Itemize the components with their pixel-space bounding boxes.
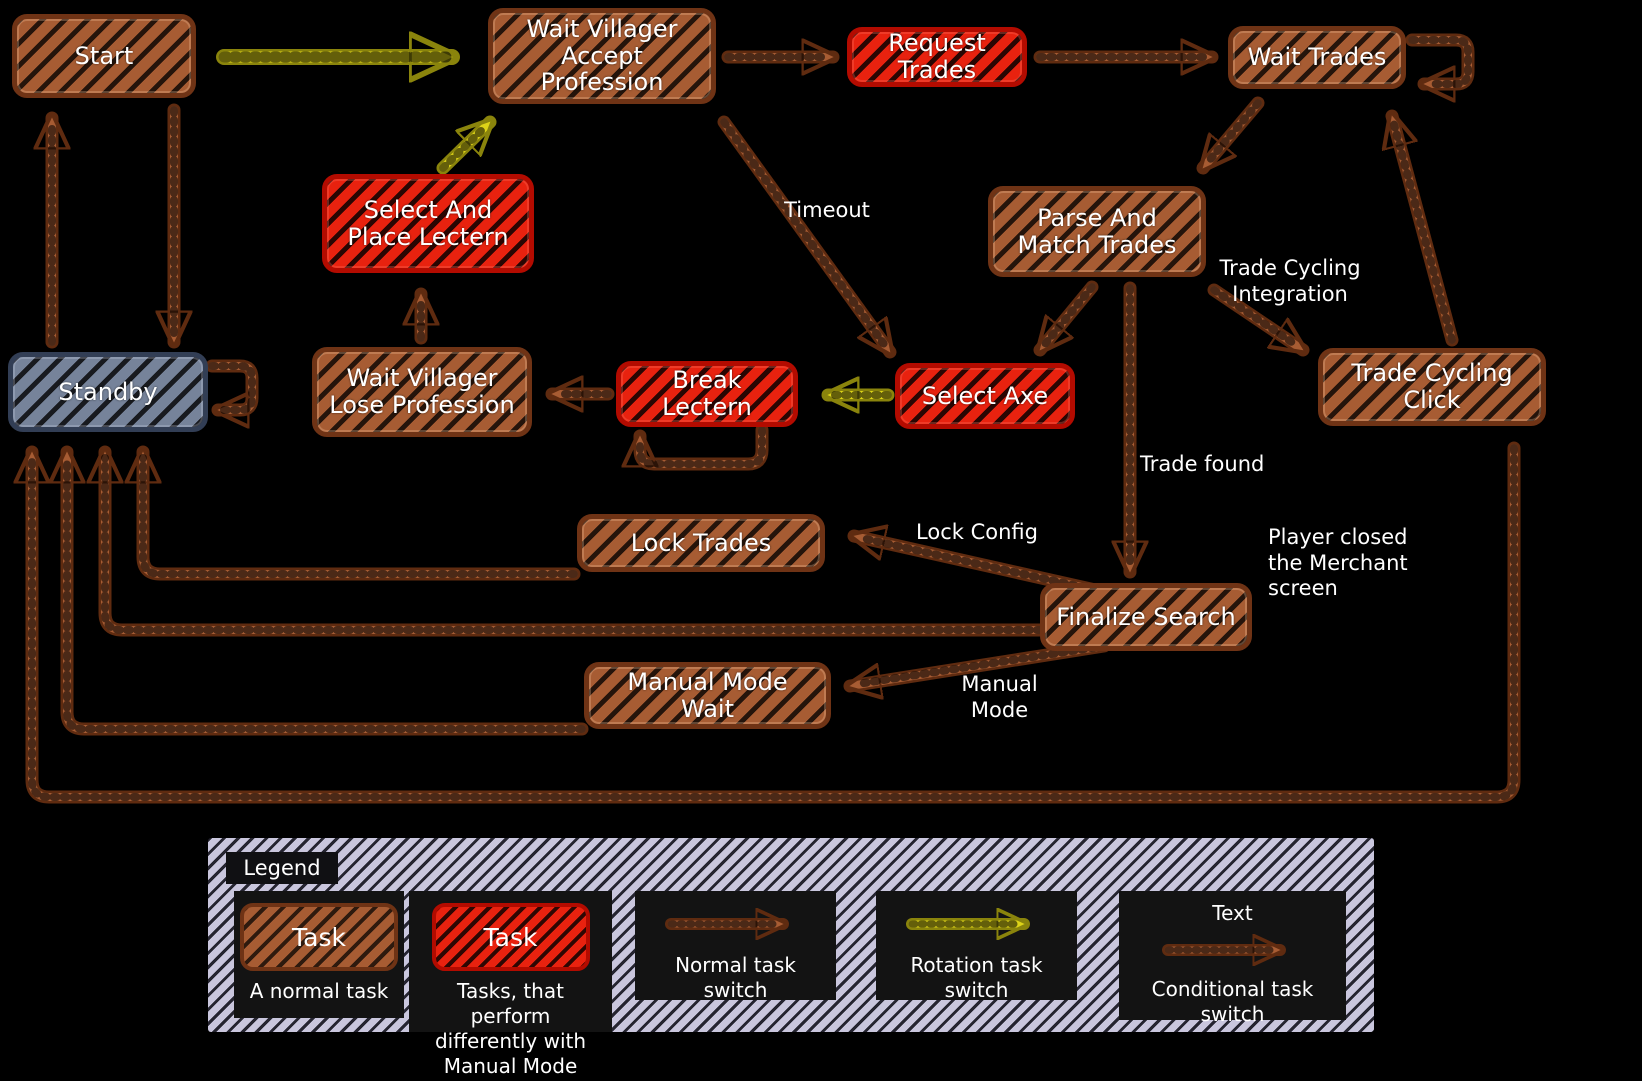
edge-waittrades-selfloop <box>1405 33 1475 84</box>
conditional-switch-arrow-icon <box>1161 931 1286 969</box>
edge-label-timeout: Timeout <box>784 198 870 222</box>
node-select-and-place-lectern: Select And Place Lectern <box>322 174 534 273</box>
node-request-trades: Request Trades <box>847 27 1027 87</box>
edge-label-lock-config: Lock Config <box>916 520 1038 544</box>
legend-caption: Normal task switch <box>675 953 796 1002</box>
legend-caption: A normal task <box>249 979 389 1003</box>
node-wait-trades: Wait Trades <box>1228 26 1406 89</box>
edge-placelectern-to-accept <box>436 115 497 175</box>
legend-item-conditional-switch: Text Conditional task switch <box>1119 891 1346 1026</box>
rotation-switch-arrow-icon <box>905 903 1030 945</box>
edge-tradecycling-to-waittrades <box>1392 116 1459 347</box>
legend-item-normal-task: Task A normal task <box>234 891 404 1018</box>
node-start: Start <box>12 14 196 98</box>
legend-item-rotation-switch: Rotation task switch <box>876 891 1077 1002</box>
edge-finalize-to-standby <box>105 445 1047 637</box>
legend-swatch-manual-task: Task <box>431 903 590 971</box>
edge-standby-selfloop <box>205 359 259 410</box>
edge-label-trade-cycling-integration: Trade Cycling Integration <box>1219 256 1361 306</box>
edge-accept-timeout-to-selectaxe <box>717 115 897 352</box>
edge-breaklectern-selfloop <box>640 423 769 471</box>
legend-caption: Conditional task switch <box>1151 977 1314 1026</box>
node-trade-cycling-click: Trade Cycling Click <box>1318 348 1546 426</box>
legend: Legend Task A normal task Task Tasks, th… <box>208 838 1374 1078</box>
node-lock-trades: Lock Trades <box>577 514 825 572</box>
edge-manualwait-to-standby <box>67 445 589 736</box>
legend-item-manual-task: Task Tasks, that perform differently wit… <box>409 891 612 1078</box>
edge-tradecycling-to-standby <box>32 441 1521 804</box>
normal-switch-arrow-icon <box>664 903 789 945</box>
node-select-axe: Select Axe <box>895 363 1075 429</box>
legend-swatch-normal-task: Task <box>240 903 398 971</box>
legend-caption: Rotation task switch <box>910 953 1043 1002</box>
conditional-switch-text-label: Text <box>1212 901 1253 925</box>
legend-caption: Tasks, that perform differently with Man… <box>434 979 587 1078</box>
node-manual-mode-wait: Manual Mode Wait <box>584 662 831 729</box>
node-wait-villager-accept-profession: Wait Villager Accept Profession <box>488 8 716 104</box>
node-finalize-search: Finalize Search <box>1040 583 1252 651</box>
node-wait-villager-lose-profession: Wait Villager Lose Profession <box>312 347 532 437</box>
edge-waittrades-to-parse <box>1196 96 1265 175</box>
edge-label-trade-found: Trade found <box>1140 452 1265 476</box>
node-break-lectern: Break Lectern <box>616 361 798 427</box>
edge-label-manual-mode: Manual Mode <box>961 672 1038 722</box>
edge-parse-to-selectaxe <box>1033 280 1099 357</box>
legend-item-normal-switch: Normal task switch <box>635 891 836 1002</box>
node-standby: Standby <box>8 352 208 432</box>
node-parse-and-match-trades: Parse And Match Trades <box>988 186 1206 277</box>
legend-title: Legend <box>226 852 338 884</box>
edge-label-player-closed-merchant: Player closed the Merchant screen <box>1268 525 1408 601</box>
edge-locktrades-to-standby <box>143 445 581 581</box>
